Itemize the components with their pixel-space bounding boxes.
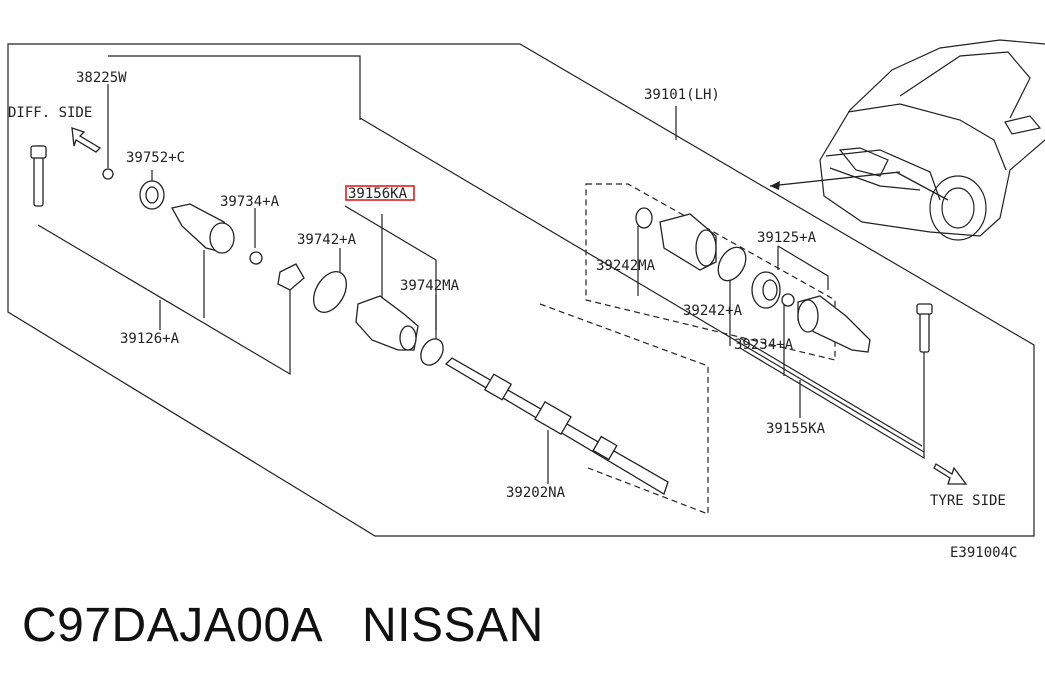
part-39234a-ring: [781, 293, 795, 307]
label-39126a: 39126+A: [120, 331, 180, 347]
part-number-caption: C97DAJA00A NISSAN: [22, 599, 544, 652]
label-39155ka: 39155KA: [766, 421, 826, 437]
diagonal-frame-line: [359, 117, 925, 453]
part-spider: [277, 263, 305, 291]
diff-side-arrow-icon: [71, 127, 102, 153]
label-39202na: 39202NA: [506, 485, 566, 501]
part-39242ma-band-small: [635, 207, 653, 229]
label-diagram-code: E391004C: [950, 545, 1017, 561]
leader-right-pin: [739, 347, 925, 460]
label-39242ma: 39242MA: [596, 258, 656, 274]
label-39101lh: 39101(LH): [644, 87, 720, 103]
label-39742a: 39742+A: [297, 232, 357, 248]
leader-39155ka: [739, 337, 923, 447]
label-39156ka[interactable]: 39156KA: [348, 186, 408, 202]
part-39734a-ring: [249, 251, 263, 265]
leader-39126a: [37, 224, 291, 376]
label-39734a: 39734+A: [220, 194, 280, 210]
label-tyre-side: TYRE SIDE: [930, 493, 1006, 509]
part-39242a-band: [717, 246, 747, 282]
tyre-side-arrow-icon: [933, 463, 968, 485]
label-39242a: 39242+A: [683, 303, 743, 319]
label-39752c: 39752+C: [126, 150, 185, 166]
label-38225w: 38225W: [76, 70, 127, 86]
label-diff-side: DIFF. SIDE: [8, 105, 92, 121]
label-39742ma: 39742MA: [400, 278, 460, 294]
highlight-box-39156ka: [345, 185, 415, 201]
frame-inner-left: [108, 55, 361, 120]
car-illustration: [819, 39, 1045, 241]
dashed-box-right: [585, 183, 836, 361]
frame-outline: [7, 43, 1035, 537]
arrow-to-car: [769, 171, 901, 187]
part-39742ma-band: [420, 338, 444, 366]
part-39742a-band: [312, 271, 348, 313]
label-39125a: 39125+A: [757, 230, 817, 246]
label-39234a: 39234+A: [734, 337, 794, 353]
leader-39125a: [777, 245, 829, 290]
part-38225w-clip: [102, 168, 114, 180]
dashed-box-shaft: [539, 303, 709, 515]
